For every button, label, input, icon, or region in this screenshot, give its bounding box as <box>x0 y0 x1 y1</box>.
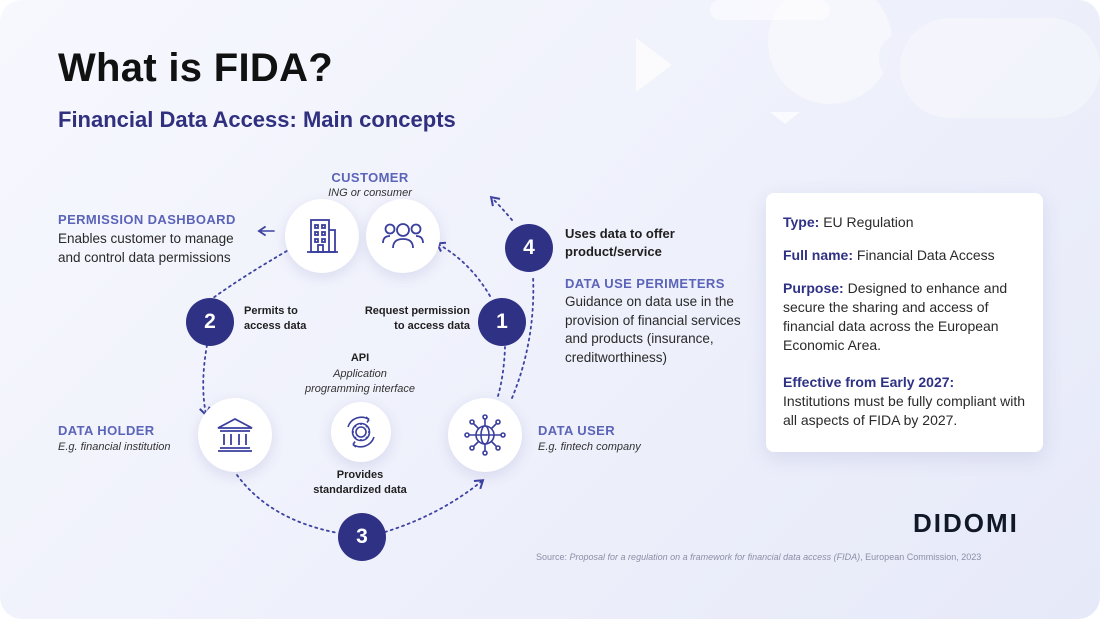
step-2-badge: 2 <box>186 298 234 346</box>
source-title: Proposal for a regulation on a framework… <box>569 552 861 562</box>
info-fullname-label: Full name: <box>783 247 854 263</box>
info-effective-label: Effective from Early 2027: <box>783 374 955 390</box>
connector-step2-to-holder <box>199 344 211 418</box>
people-group-icon <box>382 223 424 249</box>
gear-cycle-icon <box>347 416 375 448</box>
data-holder-node <box>198 398 272 472</box>
api-node <box>331 402 391 462</box>
step-4-line1: Uses data to offer <box>565 226 675 241</box>
customer-people-node <box>366 199 440 273</box>
bank-icon <box>217 417 253 452</box>
source-suffix: , European Commission, 2023 <box>860 552 982 562</box>
info-type: Type: EU Regulation <box>783 213 1027 232</box>
customer-heading: CUSTOMER <box>331 170 409 185</box>
step-1-label: Request permission to access data <box>340 304 470 334</box>
connector-customer-to-step2 <box>212 247 293 299</box>
info-fullname: Full name: Financial Data Access <box>783 246 1027 265</box>
data-holder-heading: DATA HOLDER <box>58 423 155 438</box>
step-4-line2: product/service <box>565 244 662 259</box>
connector-user-to-step1 <box>497 346 506 397</box>
source-citation: Source: Proposal for a regulation on a f… <box>536 552 981 562</box>
data-holder-subtext: E.g. financial institution <box>58 441 171 453</box>
customer-building-node <box>285 199 359 273</box>
globe-network-icon <box>464 414 506 456</box>
permission-dashboard-heading: PERMISSION DASHBOARD <box>58 212 236 227</box>
step-4-badge: 4 <box>505 224 553 272</box>
info-effective-value: Institutions must be fully compliant wit… <box>783 393 1025 428</box>
data-user-heading: DATA USER <box>538 423 616 438</box>
step-4-label: Uses data to offer product/service <box>565 225 675 261</box>
connector-user-to-step4 <box>511 274 535 399</box>
permission-dashboard-text: Enables customer to manage and control d… <box>58 231 234 265</box>
connector-step1-to-customer <box>435 241 491 297</box>
step-2-label: Permits to access data <box>244 304 306 334</box>
connector-step3-to-user <box>384 479 485 533</box>
step-1-line2: to access data <box>394 320 470 332</box>
page-title: What is FIDA? <box>58 46 333 90</box>
step-3-badge: 3 <box>338 513 386 561</box>
info-purpose: Purpose: Designed to enhance and secure … <box>783 279 1027 355</box>
step-1-badge: 1 <box>478 298 526 346</box>
data-user-node <box>448 398 522 472</box>
connector-holder-to-step3 <box>236 474 339 534</box>
data-user-subtext: E.g. fintech company <box>538 441 641 453</box>
api-subtext-line1: Application <box>333 368 387 380</box>
step-3-line2: standardized data <box>313 484 407 496</box>
step-3-label: Provides standardized data <box>290 468 430 498</box>
source-prefix: Source: <box>536 552 570 562</box>
step-2-line1: Permits to <box>244 305 298 317</box>
building-icon <box>307 219 338 253</box>
info-type-value: EU Regulation <box>823 214 914 230</box>
step-3-line1: Provides <box>336 469 384 481</box>
info-purpose-label: Purpose: <box>783 280 844 296</box>
didomi-logo: DIDOMI <box>913 508 1019 538</box>
info-card: Type: EU Regulation Full name: Financial… <box>766 193 1043 452</box>
api-subtext-line2: programming interface <box>304 383 416 395</box>
info-type-label: Type: <box>783 214 820 230</box>
step-1-line1: Request permission <box>364 305 470 317</box>
info-effective: Effective from Early 2027: Institutions … <box>783 373 1027 430</box>
customer-subtext: ING or consumer <box>328 187 412 199</box>
info-fullname-value: Financial Data Access <box>856 247 995 263</box>
page-subtitle: Financial Data Access: Main concepts <box>58 107 456 132</box>
data-use-perimeters-text: Guidance on data use in the provision of… <box>565 294 741 365</box>
step-2-line2: access data <box>244 320 307 332</box>
api-heading: API <box>350 352 370 364</box>
connector-step4-up <box>489 195 513 221</box>
data-use-perimeters-heading: DATA USE PERIMETERS <box>565 276 725 291</box>
info-purpose-value: Designed to enhance and secure the shari… <box>783 280 1008 353</box>
